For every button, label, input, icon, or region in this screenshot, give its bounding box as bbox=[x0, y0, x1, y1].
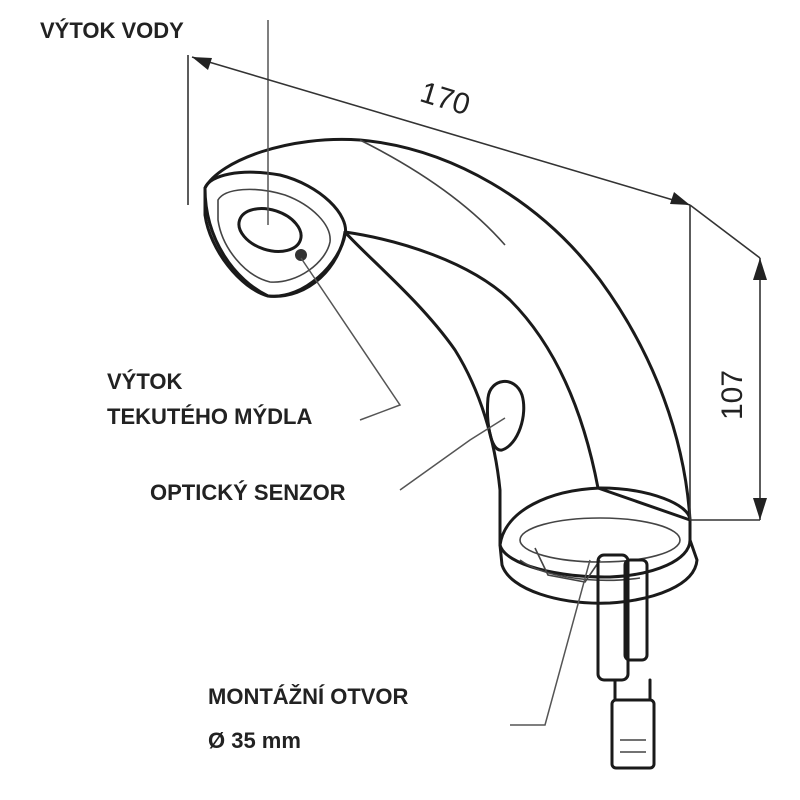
faucet-body bbox=[203, 137, 692, 547]
dimension-length bbox=[187, 55, 761, 259]
soap-outlet-dot bbox=[295, 249, 307, 261]
length-dimension-value: 170 bbox=[416, 76, 474, 122]
dimension-height bbox=[689, 205, 767, 521]
leader-lines bbox=[267, 20, 591, 726]
mounting-hole-label-line1: MONTÁŽNÍ OTVOR bbox=[208, 684, 409, 709]
soap-outlet-label-line2: TEKUTÉHO MÝDLA bbox=[107, 404, 312, 429]
water-outlet-label: VÝTOK VODY bbox=[40, 18, 184, 43]
height-dimension-value: 107 bbox=[716, 370, 749, 420]
faucet-base bbox=[498, 486, 699, 770]
mounting-hole-label-line2: Ø 35 mm bbox=[208, 728, 301, 753]
optical-sensor-label: OPTICKÝ SENZOR bbox=[150, 480, 346, 505]
soap-outlet-label-line1: VÝTOK bbox=[107, 369, 183, 394]
